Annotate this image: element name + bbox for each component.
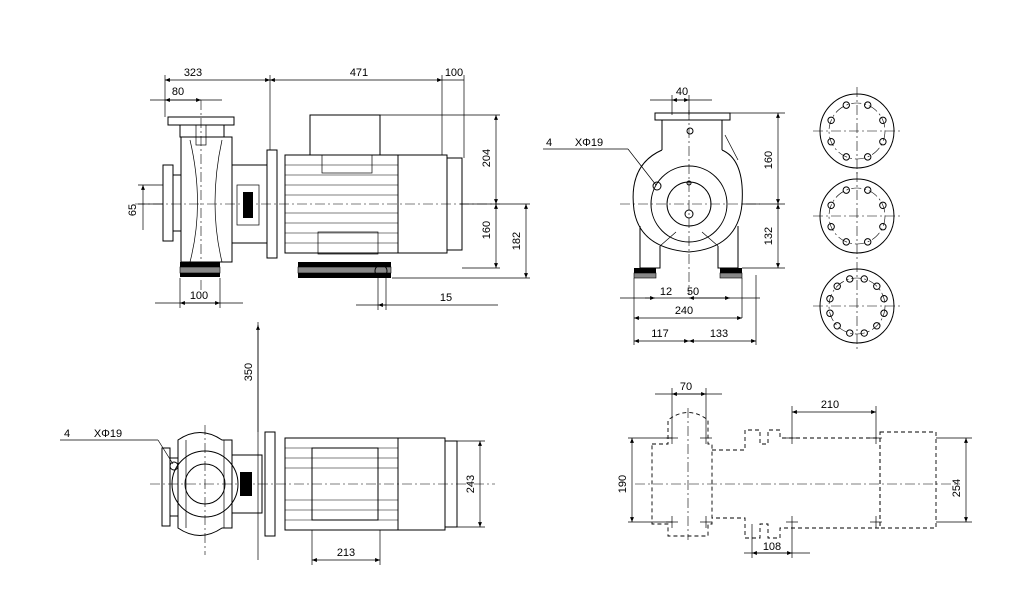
dim-15: 15	[440, 292, 452, 304]
bolt-count-label: 4	[546, 137, 552, 149]
dim-70: 70	[680, 381, 692, 393]
dim-65: 65	[127, 204, 139, 216]
bolt-hole	[860, 275, 868, 283]
dim-243: 243	[465, 475, 477, 493]
dim-100-top: 100	[445, 67, 463, 79]
bolt-hole	[880, 295, 888, 303]
top-view: 4 XΦ19 350 243 213	[60, 322, 495, 565]
dim-40: 40	[676, 86, 688, 98]
dim-213: 213	[337, 547, 355, 559]
bolt-hole	[842, 186, 850, 194]
dim-350: 350	[243, 363, 255, 381]
dim-160: 160	[481, 221, 493, 239]
bolt-hole	[833, 322, 841, 330]
bolt-hole	[846, 275, 854, 283]
bolt-spec-label-top: XΦ19	[94, 428, 122, 440]
bolt-hole	[879, 201, 887, 209]
bolt-count-label-top: 4	[64, 428, 70, 440]
bolt-hole	[827, 201, 835, 209]
flange-variant	[813, 172, 901, 260]
dim-133: 133	[710, 328, 728, 340]
side-view: 323 471 100 80 65 204 160 182 100 15	[127, 67, 530, 310]
dim-182: 182	[511, 232, 523, 250]
dim-160-end: 160	[763, 151, 775, 169]
end-view: 4 XΦ19 40 160 132 12 50 240 117 133	[543, 86, 785, 345]
dim-117: 117	[651, 328, 669, 340]
bolt-hole	[842, 101, 850, 109]
dim-471: 471	[350, 67, 368, 79]
flange-variants	[813, 87, 901, 350]
dim-12: 12	[660, 286, 672, 298]
bolt-hole	[873, 282, 881, 290]
flange-variant	[813, 87, 901, 175]
bolt-hole	[864, 153, 872, 161]
dim-190: 190	[617, 475, 629, 493]
foundation-view: 70 210 190 254 108	[617, 381, 972, 558]
bolt-hole	[879, 223, 887, 231]
bolt-hole	[827, 223, 835, 231]
dim-204: 204	[481, 149, 493, 167]
bolt-hole	[879, 116, 887, 124]
bolt-hole	[842, 153, 850, 161]
bolt-hole	[864, 186, 872, 194]
dim-240: 240	[675, 305, 693, 317]
dim-80: 80	[172, 86, 184, 98]
dim-254: 254	[951, 479, 963, 497]
dim-100-bottom: 100	[190, 290, 208, 302]
flange-variant	[813, 262, 901, 350]
dim-132: 132	[763, 227, 775, 245]
bolt-hole	[846, 329, 854, 337]
bolt-hole	[864, 238, 872, 246]
bolt-hole	[826, 295, 834, 303]
bolt-hole	[879, 138, 887, 146]
dim-108: 108	[763, 541, 781, 553]
dim-50: 50	[687, 286, 699, 298]
bolt-hole	[873, 322, 881, 330]
bolt-hole	[827, 116, 835, 124]
dim-323: 323	[184, 67, 202, 79]
bolt-hole	[833, 282, 841, 290]
bolt-hole	[827, 138, 835, 146]
bolt-hole	[864, 101, 872, 109]
bolt-hole	[880, 309, 888, 317]
dim-210: 210	[821, 399, 839, 411]
bolt-hole	[860, 329, 868, 337]
bolt-hole	[842, 238, 850, 246]
bolt-spec-label: XΦ19	[575, 137, 603, 149]
bolt-hole	[826, 309, 834, 317]
